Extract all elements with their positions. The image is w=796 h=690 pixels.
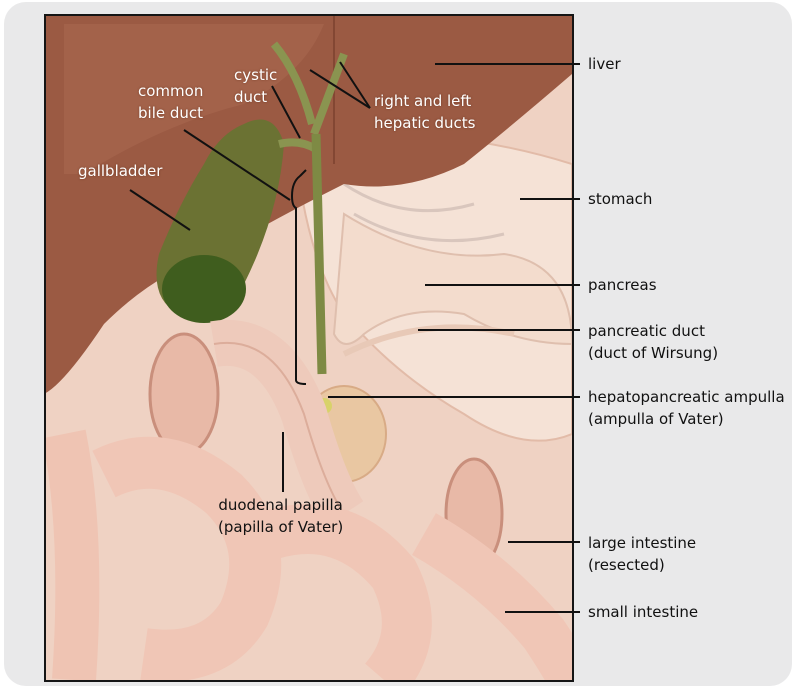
- leader-gallbladder: [130, 190, 190, 230]
- label-hepatic-ducts-line1: right and left: [374, 90, 475, 112]
- label-pancreatic-duct-line2: (duct of Wirsung): [588, 342, 718, 364]
- label-large-intestine: large intestine (resected): [588, 532, 696, 576]
- label-duodenal-papilla-line2: (papilla of Vater): [218, 516, 343, 538]
- label-hepatic-ducts-line2: hepatic ducts: [374, 112, 475, 134]
- label-gallbladder: gallbladder: [78, 160, 162, 182]
- label-pancreatic-duct: pancreatic duct (duct of Wirsung): [588, 320, 718, 364]
- label-cystic-duct-line2: duct: [234, 86, 277, 108]
- label-common-bile-duct-line1: common: [138, 80, 203, 102]
- label-common-bile-duct-line2: bile duct: [138, 102, 203, 124]
- label-pancreas: pancreas: [588, 274, 657, 296]
- label-small-intestine: small intestine: [588, 601, 698, 623]
- label-duodenal-papilla: duodenal papilla (papilla of Vater): [218, 494, 343, 538]
- leader-hepatic-2: [340, 62, 370, 108]
- label-common-bile-duct: common bile duct: [138, 80, 203, 124]
- label-liver: liver: [588, 53, 621, 75]
- label-large-intestine-line1: large intestine: [588, 532, 696, 554]
- label-large-intestine-line2: (resected): [588, 554, 696, 576]
- leader-common-bile-duct: [184, 130, 306, 384]
- label-pancreatic-duct-line1: pancreatic duct: [588, 320, 718, 342]
- label-stomach: stomach: [588, 188, 652, 210]
- label-ampulla-line1: hepatopancreatic ampulla: [588, 386, 785, 408]
- leader-hepatic-1: [310, 70, 370, 108]
- label-ampulla-line2: (ampulla of Vater): [588, 408, 785, 430]
- label-cystic-duct: cystic duct: [234, 64, 277, 108]
- label-hepatic-ducts: right and left hepatic ducts: [374, 90, 475, 134]
- label-duodenal-papilla-line1: duodenal papilla: [218, 494, 343, 516]
- label-cystic-duct-line1: cystic: [234, 64, 277, 86]
- label-hepatopancreatic-ampulla: hepatopancreatic ampulla (ampulla of Vat…: [588, 386, 785, 430]
